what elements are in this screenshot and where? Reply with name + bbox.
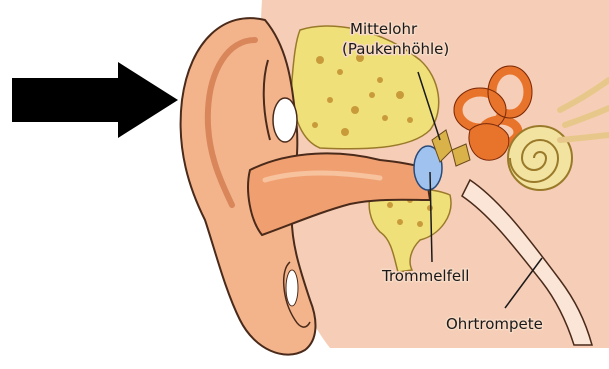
label-eardrum: Trommelfell bbox=[381, 267, 469, 285]
cochlea bbox=[508, 126, 572, 190]
pinna-cavity bbox=[273, 98, 297, 142]
label-middle-ear-line2: (Paukenhöhle) bbox=[342, 40, 449, 58]
vestibule bbox=[469, 124, 509, 161]
label-middle-ear-line1: Mittelohr bbox=[350, 20, 418, 38]
right-arrow-icon bbox=[12, 62, 178, 138]
earlobe-cavity bbox=[286, 270, 298, 306]
label-eustachian-tube: Ohrtrompete bbox=[446, 315, 543, 333]
